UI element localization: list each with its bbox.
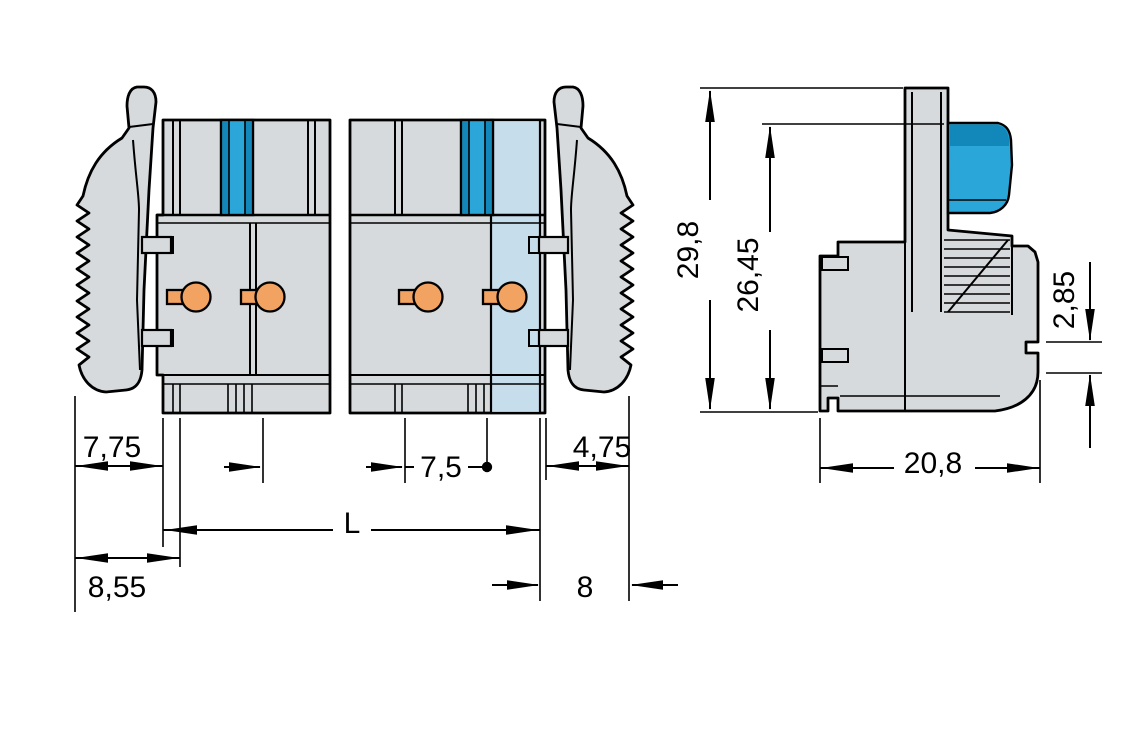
left-locking-lever (75, 85, 173, 394)
housing-slot-lines (172, 120, 485, 413)
right-locking-lever (537, 85, 635, 394)
dim-label-7-75: 7,75 (83, 431, 141, 464)
dim-lever-offset: 8,55 (75, 553, 180, 604)
housing-horizontal-lines (157, 213, 545, 385)
dim-label-4-75: 4,75 (573, 431, 631, 464)
pitch-label-halo (414, 451, 468, 481)
pitch-reference-dot (481, 461, 493, 473)
dim-pitch: 7,5 (224, 451, 493, 484)
dim-label-2-85: 2,85 (1048, 271, 1081, 329)
front-view: 7,75 8,55 7,5 L (74, 85, 678, 612)
tinted-end-pole (489, 118, 542, 415)
dim-label-8-55: 8,55 (88, 571, 146, 604)
dim-label-20-8: 20,8 (904, 447, 962, 480)
dim-label-7-5: 7,5 (420, 451, 462, 484)
depth-label-halo (894, 447, 972, 479)
dim-label-29-8: 29,8 (672, 221, 705, 279)
dim-total-length: L (163, 507, 540, 540)
side-view: 29,8 26,45 2,85 20,8 (672, 86, 1102, 483)
dim-flange-left: 7,75 (75, 431, 163, 471)
contact-openings (165, 281, 528, 313)
length-label-halo (333, 508, 371, 538)
dim-rail-lip: 2,85 (1048, 262, 1095, 448)
front-extension-lines (74, 396, 630, 612)
side-actuator (946, 121, 1014, 215)
side-internal-lines (820, 92, 1013, 411)
push-button-right (459, 118, 495, 217)
dim-flange-right: 4,75 (546, 431, 631, 471)
dim-label-L: L (344, 507, 361, 540)
dim-total-height: 29,8 (672, 90, 715, 410)
dim-depth: 20,8 (820, 447, 1040, 480)
dim-label-8: 8 (577, 571, 594, 604)
push-button-left (219, 118, 255, 217)
contact-3 (397, 281, 444, 313)
contact-2 (239, 281, 286, 313)
dim-housing-height: 26,45 (732, 126, 775, 410)
side-extension-lines (700, 87, 1102, 483)
dim-end-section: 8 (492, 571, 678, 604)
contact-1 (165, 281, 212, 313)
contact-4 (481, 281, 528, 313)
dim-label-26-45: 26,45 (732, 237, 765, 312)
